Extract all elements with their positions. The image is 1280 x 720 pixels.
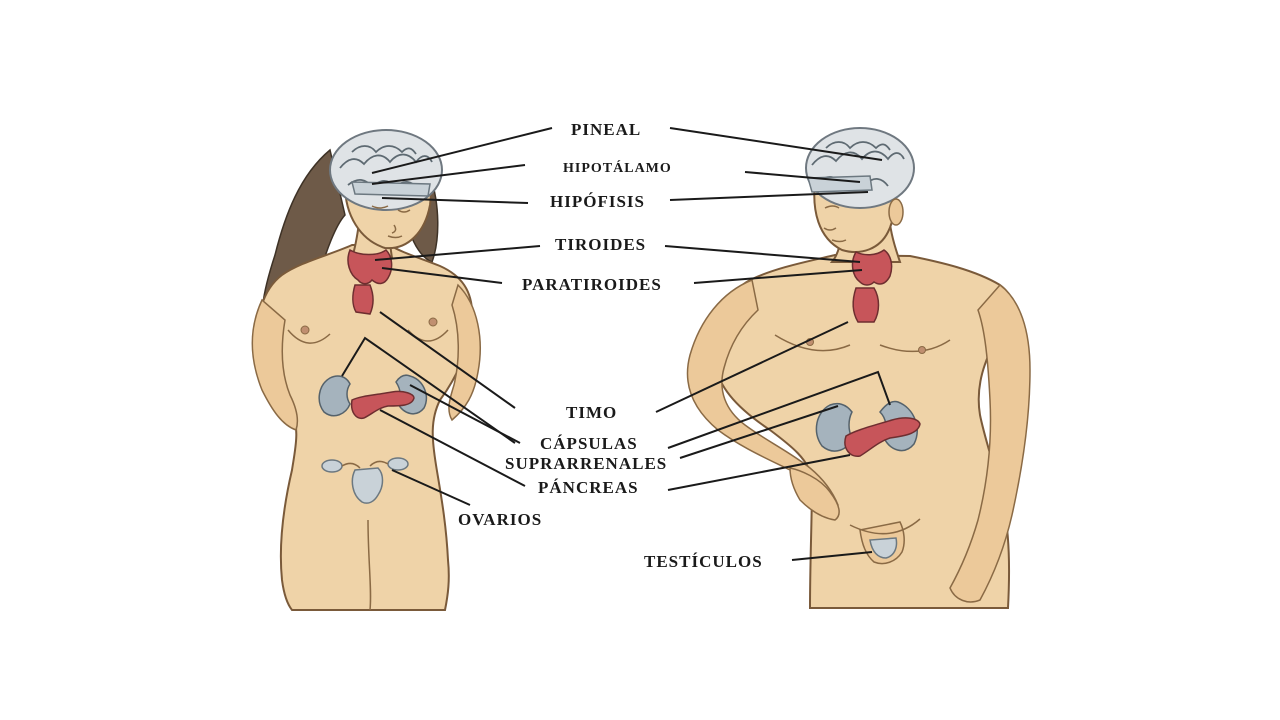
female-brain-folds — [339, 145, 433, 190]
leader-hipotalamo-male — [744, 171, 861, 183]
male-right-arm — [949, 283, 1031, 603]
leader-hipofisis-female — [381, 197, 529, 204]
leader-hipotalamo-female — [371, 164, 526, 185]
female-leg-split — [367, 519, 372, 611]
female-hypothalamus-band — [351, 181, 431, 197]
leader-testiculos — [791, 551, 873, 561]
female-uterus — [351, 467, 384, 504]
female-figure — [251, 129, 481, 611]
leader-paratiroides-female — [381, 267, 503, 284]
male-hand — [789, 467, 840, 521]
leader-capsulas-female-2 — [409, 384, 521, 444]
female-face-lines — [371, 205, 411, 239]
female-nipple-left — [300, 325, 310, 335]
female-pancreas — [350, 390, 415, 420]
label-capsulas-line1: CÁPSULAS — [540, 434, 638, 453]
label-tiroides: TIROIDES — [555, 235, 646, 254]
label-ovarios: OVARIOS — [458, 510, 542, 529]
female-nipple-right — [428, 317, 438, 327]
label-paratiroides: PARATIROIDES — [522, 275, 662, 294]
leader-pineal-female — [371, 127, 553, 174]
male-chest-lines — [774, 334, 951, 353]
label-hipofisis: HIPÓFISIS — [550, 192, 645, 211]
female-thymus — [352, 284, 374, 315]
leader-lines — [341, 127, 891, 561]
male-figure — [686, 127, 1031, 609]
leader-timo-male — [655, 321, 849, 413]
leader-hipofisis-male — [669, 191, 869, 201]
male-thyroid — [851, 249, 893, 286]
label-pineal: PINEAL — [571, 120, 641, 139]
male-face-lines — [823, 205, 847, 243]
label-pancreas: PÁNCREAS — [538, 478, 639, 497]
leader-capsulas-female — [341, 336, 516, 444]
female-right-arm — [448, 283, 481, 422]
label-timo: TIMO — [566, 403, 617, 422]
male-brain — [805, 127, 915, 209]
male-nipple-right — [918, 346, 926, 354]
leader-pineal-male — [669, 127, 883, 161]
leader-pancreas-male — [667, 454, 851, 491]
female-tubes — [341, 460, 389, 469]
labels: PINEAL HIPOTÁLAMO HIPÓFISIS TIROIDES PAR… — [458, 120, 763, 571]
leader-paratiroides-male — [693, 269, 863, 284]
female-kidney-left — [318, 375, 351, 417]
male-pancreas — [844, 417, 921, 457]
female-ovary-right — [387, 457, 409, 471]
label-testiculos: TESTÍCULOS — [644, 552, 763, 571]
leader-capsulas-male — [667, 370, 891, 449]
leader-tiroides-female — [374, 245, 541, 261]
label-capsulas-line2: SUPRARRENALES — [505, 454, 667, 473]
female-thyroid — [347, 248, 393, 285]
leader-tiroides-male — [664, 245, 861, 263]
male-groin-lines — [849, 518, 921, 535]
leader-timo-female — [379, 311, 516, 409]
label-hipotalamo: HIPOTÁLAMO — [563, 159, 672, 176]
leader-capsulas-male-2 — [679, 405, 839, 459]
leader-ovarios — [391, 469, 471, 506]
male-testicles — [869, 537, 898, 559]
male-ear — [888, 198, 904, 226]
male-hypothalamus-band — [807, 175, 873, 193]
female-ovary-left — [321, 459, 343, 473]
leader-pancreas-female — [379, 409, 526, 487]
male-thymus — [852, 287, 880, 323]
female-left-arm — [251, 298, 299, 431]
